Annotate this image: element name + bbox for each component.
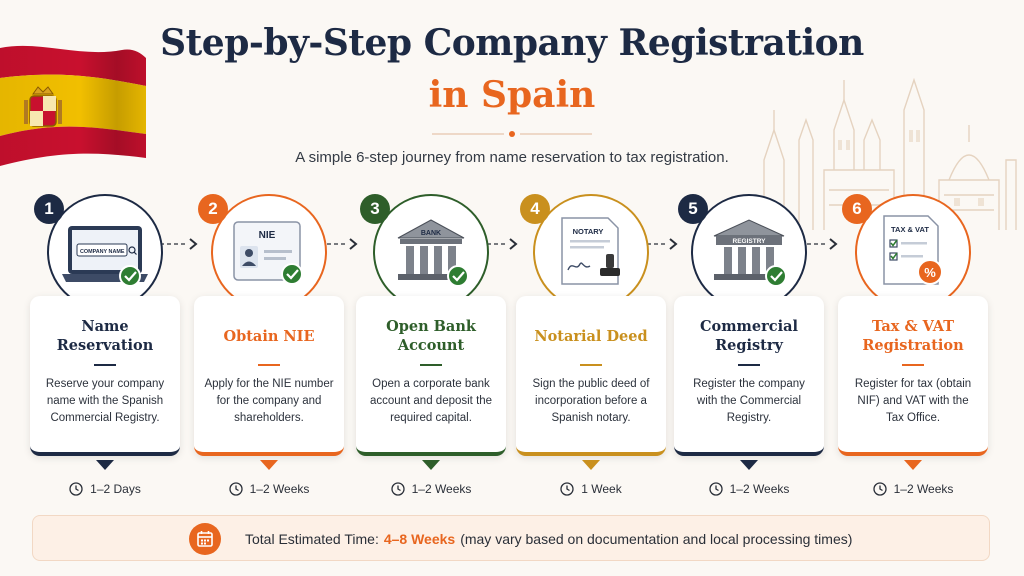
step-card: Tax & VAT Registration Register for tax … — [838, 296, 988, 456]
step-5: 5 REGISTRY Commercial Registry Register … — [674, 186, 824, 496]
page-subtitle: A simple 6-step journey from name reserv… — [295, 149, 729, 166]
step-connector-arrow — [480, 238, 518, 250]
step-title-divider — [420, 364, 442, 366]
step-card-pointer — [422, 460, 440, 470]
step-icon-circle — [373, 194, 489, 310]
clock-icon — [390, 482, 405, 496]
registry-building-icon: REGISTRY — [713, 219, 787, 287]
clock-icon — [872, 482, 887, 496]
step-title-divider — [258, 364, 280, 366]
total-time-banner: Total Estimated Time: 4–8 Weeks (may var… — [32, 515, 990, 561]
clock-icon — [228, 482, 243, 496]
clock-icon — [69, 482, 83, 496]
step-duration: 1–2 Weeks — [194, 480, 344, 498]
step-title: Open Bank Account — [386, 318, 476, 354]
step-card-pointer — [582, 460, 600, 470]
step-description: Sign the public deed of incorporation be… — [532, 378, 650, 424]
step-title-divider — [580, 364, 602, 366]
step-duration: 1–2 Weeks — [838, 480, 988, 498]
step-connector-arrow — [800, 238, 838, 250]
clock-icon — [560, 482, 574, 496]
step-title: Commercial Registry — [699, 318, 798, 354]
step-duration: 1–2 Days — [30, 480, 180, 498]
step-card: Notarial Deed Sign the public deed of in… — [516, 296, 666, 456]
step-title: Tax & VAT Registration — [862, 318, 964, 354]
step-duration-text: 1 Week — [581, 482, 622, 496]
step-number-badge: 4 — [520, 194, 550, 224]
tax-label: TAX & VAT — [891, 225, 929, 234]
step-connector-arrow — [320, 238, 358, 250]
step-title-divider — [738, 364, 760, 366]
step-title: Name Reservation — [56, 318, 154, 354]
id-card-label: NIE — [259, 230, 276, 241]
bank-label: BANK — [421, 230, 441, 237]
percent-symbol: % — [924, 265, 936, 280]
step-connector-arrow — [160, 238, 198, 250]
step-number-badge: 5 — [678, 194, 708, 224]
cathedral-skyline-illustration — [763, 77, 1017, 230]
step-card-pointer — [904, 460, 922, 470]
step-number-badge: 1 — [34, 194, 64, 224]
step-description: Register the company with the Commercial… — [693, 378, 805, 424]
step-6: 6 TAX & VAT % Tax & VAT Registration Reg… — [838, 186, 988, 496]
step-description: Register for tax (obtain NIF) and VAT wi… — [854, 378, 972, 424]
step-4: 4 NOTARY Notarial Deed Sign the public d… — [516, 186, 666, 496]
notary-document-icon: NOTARY — [561, 217, 620, 285]
step-title-divider — [94, 364, 116, 366]
step-duration-text: 1–2 Weeks — [411, 482, 472, 496]
step-title: Notarial Deed — [534, 327, 648, 345]
step-1: 1 COMPANY NAME Name Reservation Reserve … — [30, 186, 180, 496]
clock-icon — [708, 482, 723, 496]
step-number-badge: 6 — [842, 194, 872, 224]
step-card-pointer — [96, 460, 114, 470]
step-card-pointer — [740, 460, 758, 470]
step-duration-text: 1–2 Weeks — [729, 482, 790, 496]
step-description: Apply for the NIE number for the company… — [204, 378, 334, 424]
step-card: Open Bank Account Open a corporate bank … — [356, 296, 506, 456]
total-time-value: 4–8 Weeks — [383, 531, 456, 547]
step-connector-arrow — [640, 238, 678, 250]
bank-building-icon: BANK — [397, 219, 469, 287]
page-title-location: in Spain — [428, 74, 596, 116]
total-time-label: Total Estimated Time: — [245, 531, 379, 547]
notary-label: NOTARY — [573, 227, 604, 236]
step-number-badge: 3 — [360, 194, 390, 224]
step-card: Commercial Registry Register the company… — [674, 296, 824, 456]
step-2: 2 NIE Obtain NIE Apply for the NIE numbe… — [194, 186, 344, 496]
title-divider — [432, 131, 592, 137]
step-card: Name Reservation Reserve your company na… — [30, 296, 180, 456]
step-icon-circle — [691, 194, 807, 310]
total-time-note: (may vary based on documentation and loc… — [460, 531, 853, 547]
step-number-badge: 2 — [198, 194, 228, 224]
step-duration: 1–2 Weeks — [356, 480, 506, 498]
tax-checklist-icon: TAX & VAT % — [883, 215, 943, 285]
calendar-icon — [189, 523, 221, 555]
registry-label: REGISTRY — [733, 238, 767, 245]
total-time-text: Total Estimated Time: 4–8 Weeks (may var… — [245, 516, 852, 562]
id-card-icon: NIE — [233, 221, 303, 285]
laptop-search-label: COMPANY NAME — [80, 249, 125, 255]
step-title: Obtain NIE — [223, 327, 315, 345]
step-card: Obtain NIE Apply for the NIE number for … — [194, 296, 344, 456]
step-description: Open a corporate bank account and deposi… — [369, 378, 493, 424]
step-duration-text: 1–2 Weeks — [893, 482, 954, 496]
step-card-pointer — [260, 460, 278, 470]
step-title-divider — [902, 364, 924, 366]
step-description: Reserve your company name with the Spani… — [45, 378, 165, 424]
page-title: Step-by-Step Company Registration — [160, 22, 864, 64]
laptop-search-icon: COMPANY NAME — [62, 226, 148, 287]
step-duration: 1–2 Weeks — [674, 480, 824, 498]
step-duration-text: 1–2 Days — [90, 482, 141, 496]
spain-flag-icon — [0, 45, 146, 166]
step-duration-text: 1–2 Weeks — [249, 482, 310, 496]
step-3: 3 BANK Open Bank Account Open a corporat… — [356, 186, 506, 496]
step-duration: 1 Week — [516, 480, 666, 498]
